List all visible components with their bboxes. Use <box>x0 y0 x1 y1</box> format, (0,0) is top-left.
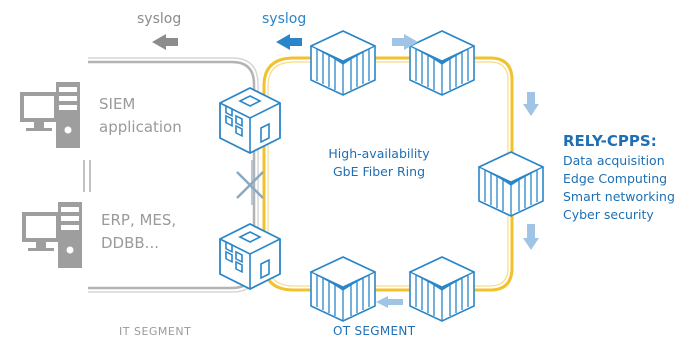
it-network-lines <box>83 57 259 293</box>
erp-label-line2: DDBB... <box>101 234 159 252</box>
node-cube-icon <box>409 256 475 322</box>
switch-cube-icon <box>219 223 281 290</box>
arrow-icon <box>152 34 178 50</box>
erp-label-line1: ERP, MES, <box>101 211 177 229</box>
syslog-ot-label: syslog <box>262 11 307 27</box>
arrow-icon <box>523 92 539 116</box>
arrow-icon <box>376 296 403 308</box>
rely-feature-item: Smart networking <box>563 189 675 204</box>
it-segment-label: IT SEGMENT <box>119 325 192 338</box>
siem-label-line1: SIEM <box>99 95 136 113</box>
node-cube-icon <box>310 256 376 322</box>
rely-feature-item: Cyber security <box>563 207 654 222</box>
broken-link-x-icon <box>236 171 264 199</box>
syslog-it-label: syslog <box>137 11 182 27</box>
siem-label-line2: application <box>99 118 182 136</box>
ring-label-line1: High-availability <box>328 146 430 161</box>
node-cube-icon <box>478 151 544 217</box>
switch-cube-icon <box>219 87 281 154</box>
arrow-icon <box>523 224 539 250</box>
node-cube-icon <box>409 30 475 96</box>
computer-icon <box>20 82 80 148</box>
node-cube-icon <box>310 30 376 96</box>
rely-feature-item: Edge Computing <box>563 171 668 186</box>
computer-icon <box>22 202 82 268</box>
rely-feature-item: Data acquisition <box>563 153 665 168</box>
arrow-icon <box>276 34 302 50</box>
ot-segment-label: OT SEGMENT <box>333 324 416 338</box>
arrow-icon <box>392 34 418 50</box>
ring-label-line2: GbE Fiber Ring <box>333 164 425 179</box>
rely-cpps-title: RELY-CPPS: <box>563 132 657 150</box>
